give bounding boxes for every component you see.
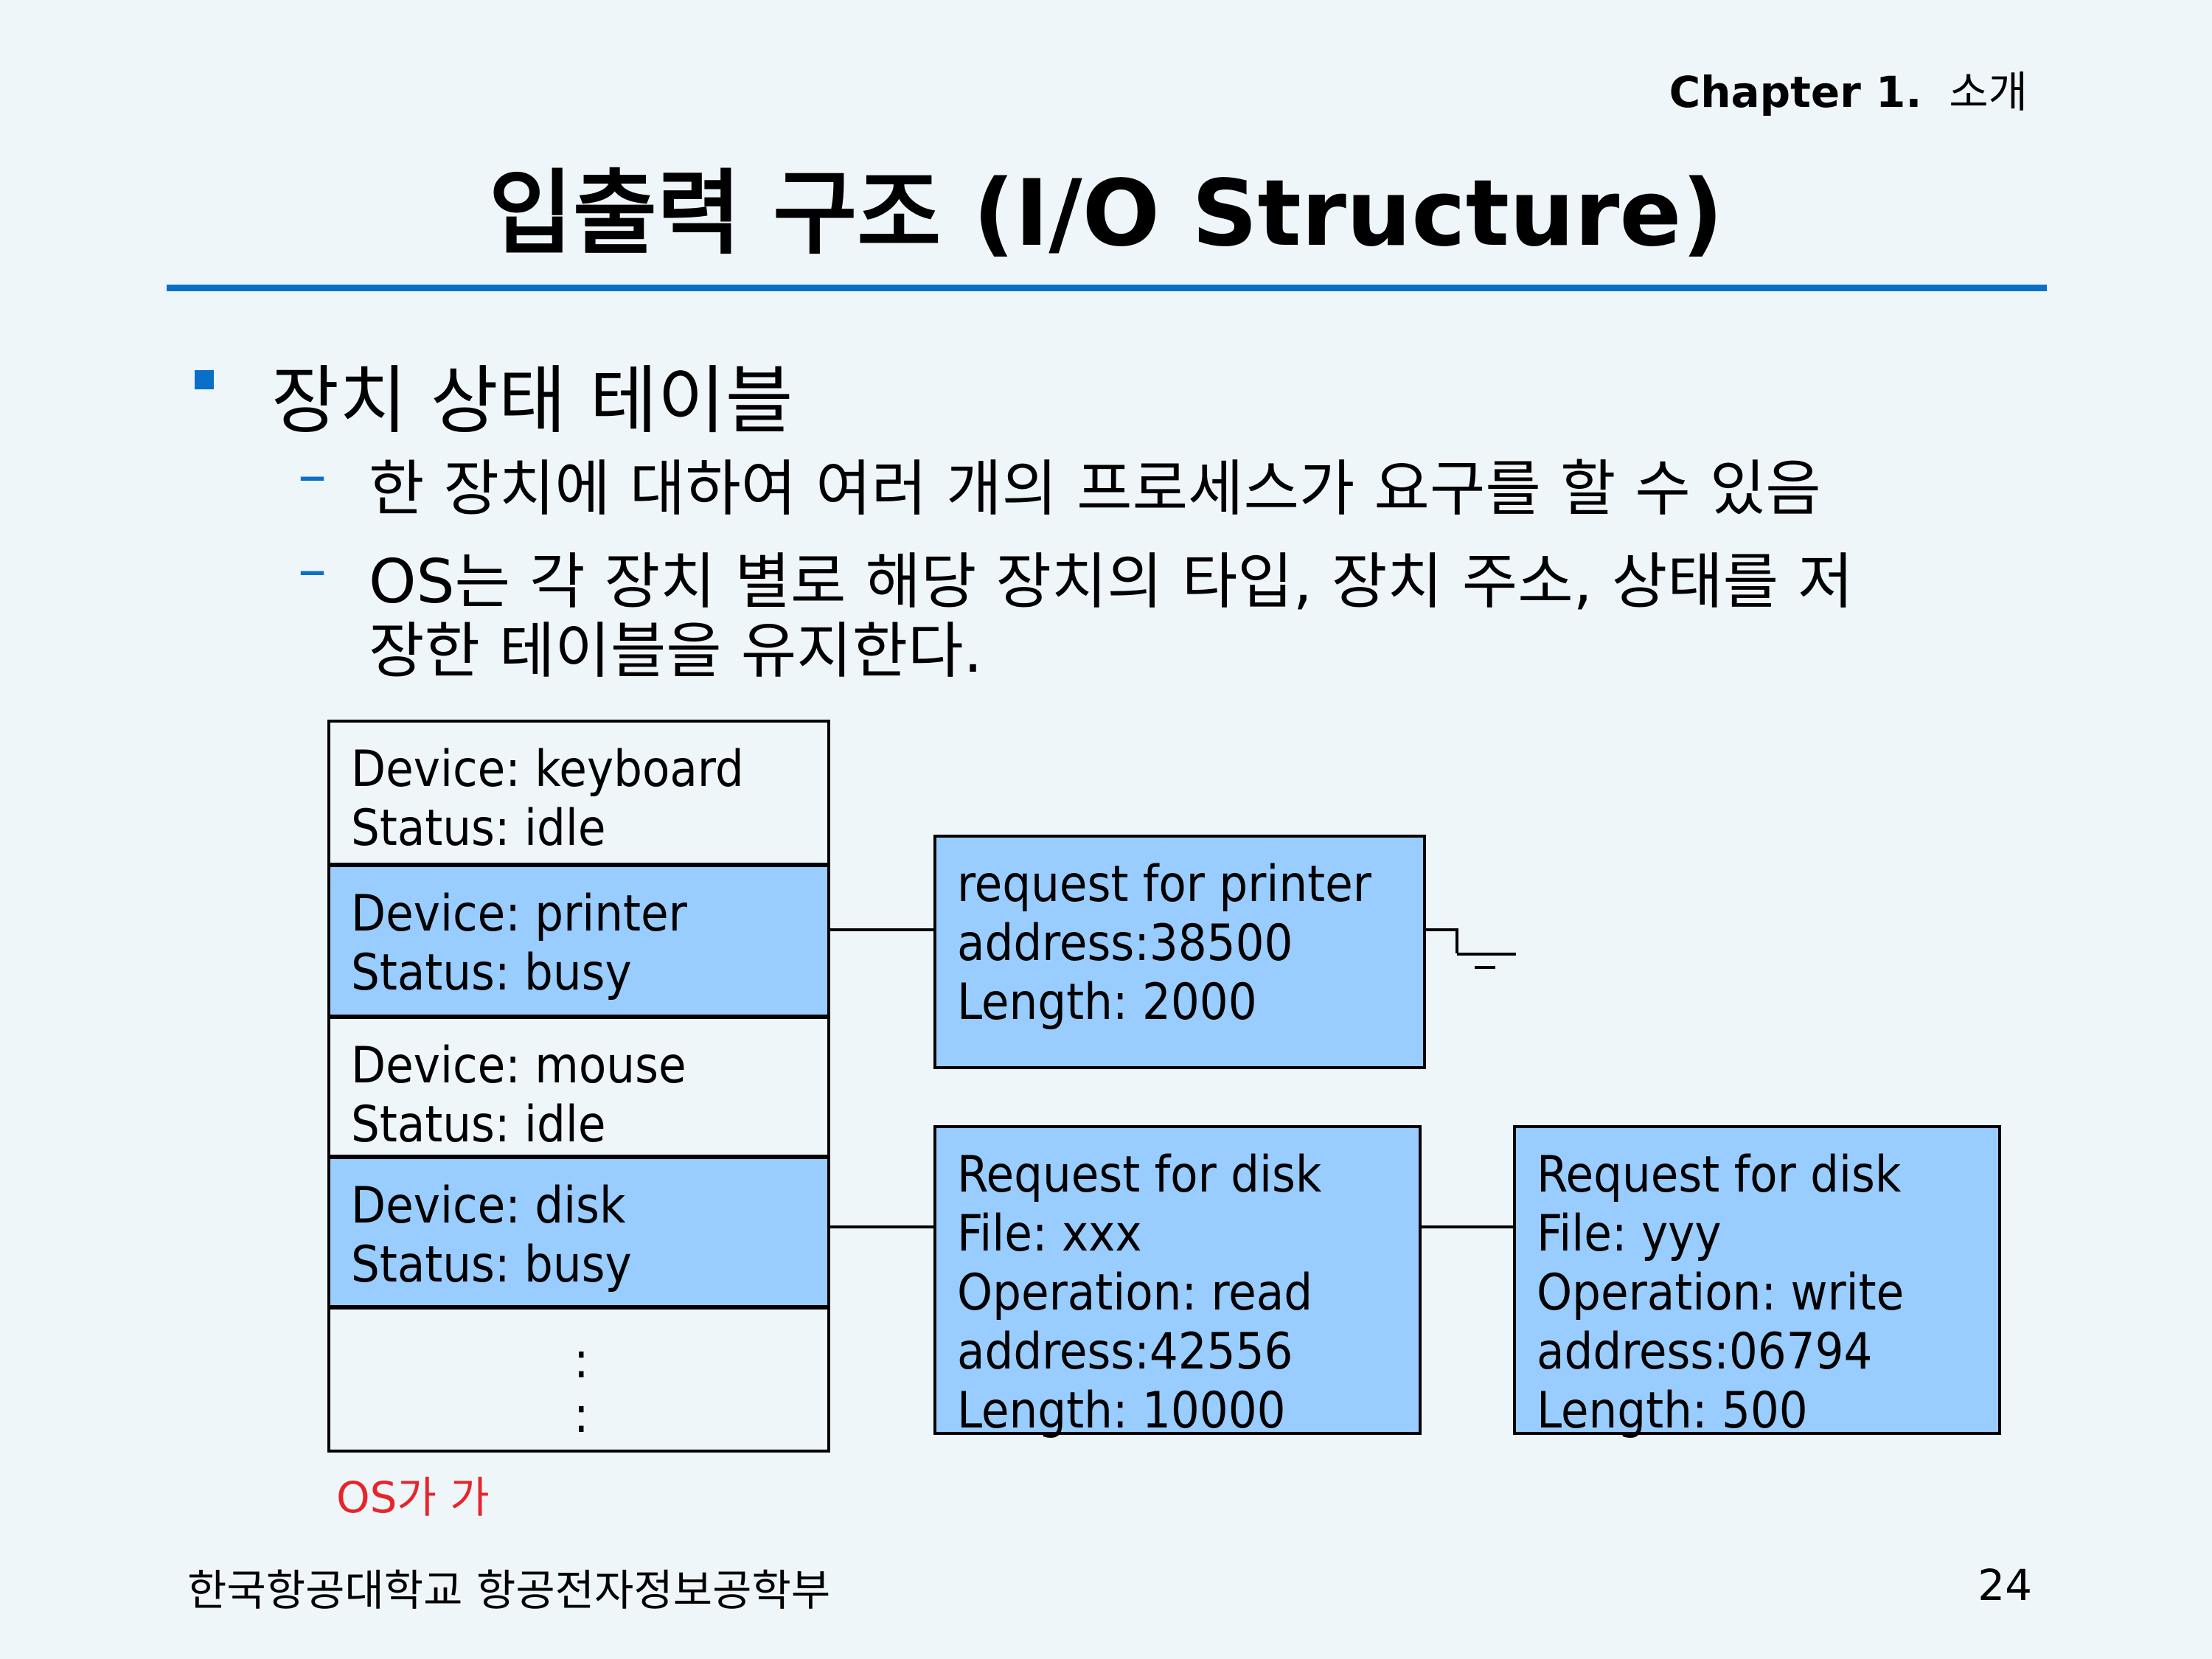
- device-entry-keyboard: Device: keyboard Status: idle: [327, 720, 830, 866]
- device-status: Status: busy: [351, 944, 632, 1002]
- request-line: request for printer: [957, 855, 1371, 914]
- request-line: Length: 2000: [957, 973, 1257, 1032]
- device-entry-disk: Device: disk Status: busy: [327, 1156, 830, 1308]
- ground-drop: [1455, 928, 1458, 953]
- title-divider: [167, 285, 2047, 291]
- request-line: Operation: write: [1537, 1264, 1905, 1322]
- connector-disk-next: [1422, 1225, 1513, 1228]
- device-entry-ellipsis: : :: [327, 1307, 830, 1453]
- device-name: Device: printer: [351, 885, 687, 943]
- device-status: Status: idle: [351, 799, 606, 858]
- os-note: OS가 가: [336, 1472, 490, 1523]
- square-bullet-icon: [195, 370, 214, 389]
- request-line: Length: 10000: [957, 1382, 1286, 1440]
- sub-bullet-2-line-1: OS는 각 장치 별로 해당 장치의 타입, 장치 주소, 상태를 저: [369, 547, 1854, 617]
- request-line: Operation: read: [957, 1264, 1313, 1322]
- dash-bullet-icon: –: [298, 442, 327, 509]
- request-line: File: xxx: [957, 1205, 1142, 1263]
- request-line: Length: 500: [1537, 1382, 1808, 1440]
- ellipsis-dot: :: [574, 1386, 589, 1444]
- request-printer: request for printer address:38500 Length…: [933, 835, 1426, 1069]
- device-status: Status: busy: [351, 1236, 632, 1294]
- page-number: 24: [1978, 1560, 2032, 1610]
- request-line: address:38500: [957, 914, 1293, 973]
- device-name: Device: mouse: [351, 1037, 686, 1095]
- ground-bar: [1457, 953, 1516, 956]
- chapter-topic: 소개: [1949, 67, 2028, 117]
- request-line: Request for disk: [957, 1146, 1322, 1204]
- sub-bullet-2-line-2: 장한 테이블을 유지한다.: [369, 616, 983, 686]
- dash-bullet-icon: –: [298, 537, 327, 603]
- device-entry-printer: Device: printer Status: busy: [327, 864, 830, 1018]
- connector-disk: [830, 1225, 933, 1228]
- ground-stem: [1426, 928, 1457, 931]
- connector-printer: [830, 928, 933, 931]
- device-name: Device: keyboard: [351, 740, 744, 799]
- request-line: address:06794: [1537, 1323, 1873, 1381]
- ellipsis-dot: :: [574, 1332, 589, 1390]
- ground-bar: [1475, 966, 1495, 969]
- request-line: Request for disk: [1537, 1146, 1902, 1204]
- request-line: File: yyy: [1537, 1205, 1722, 1263]
- chapter-label: Chapter 1. 소개: [1475, 58, 2028, 119]
- bullet-heading: 장치 상태 테이블: [271, 358, 793, 444]
- device-entry-mouse: Device: mouse Status: idle: [327, 1016, 830, 1158]
- device-name: Device: disk: [351, 1177, 626, 1235]
- footer-school: 한국항공대학교 항공전자정보공학부: [187, 1565, 831, 1615]
- device-status: Status: idle: [351, 1096, 606, 1154]
- chapter-number: Chapter 1.: [1669, 67, 1922, 117]
- request-line: address:42556: [957, 1323, 1293, 1381]
- sub-bullet-1: 한 장치에 대하여 여러 개의 프로세스가 요구를 할 수 있음: [369, 454, 1821, 524]
- request-disk-2: Request for disk File: yyy Operation: wr…: [1513, 1125, 2001, 1440]
- request-disk-1: Request for disk File: xxx Operation: re…: [933, 1125, 1422, 1440]
- page-title: 입출력 구조 (I/O Structure): [488, 161, 1724, 267]
